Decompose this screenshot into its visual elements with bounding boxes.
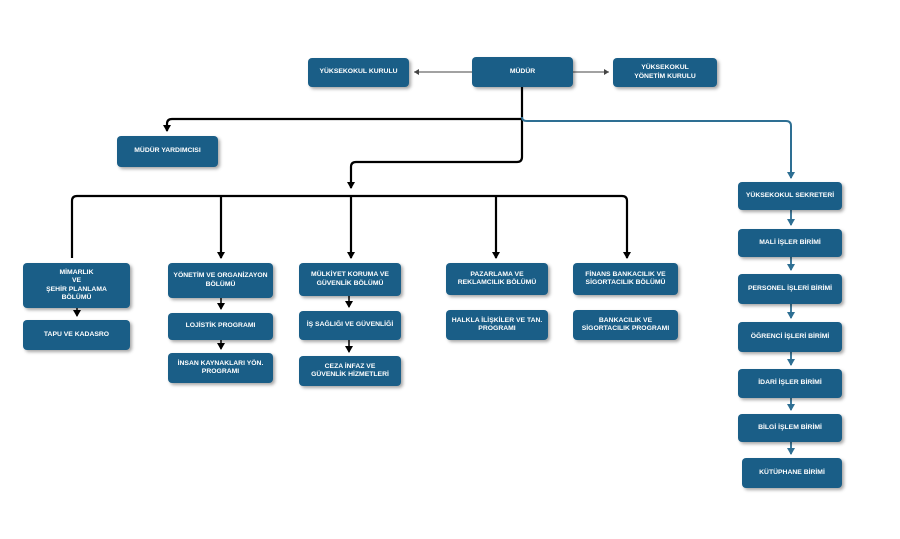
node-is-sagligi: İŞ SAĞLIĞI VE GÜVENLİĞİ	[299, 311, 401, 340]
node-yonetim-organizasyon: YÖNETİM VE ORGANİZAYON BÖLÜMÜ	[168, 263, 273, 298]
node-bankacilik: BANKACILIK VE SİGORTACILIK PROGRAMI	[573, 310, 678, 340]
node-pazarlama: PAZARLAMA VE REKLAMCILIK BÖLÜMÜ	[446, 263, 548, 295]
node-lojistik: LOJİSTİK PROGRAMI	[168, 313, 273, 340]
node-mali-isler: MALİ İŞLER BİRİMİ	[738, 229, 842, 257]
node-halkla-iliskiler: HALKLA İLİŞKİLER VE TAN. PROGRAMI	[446, 310, 548, 340]
node-idari-isler: İDARİ İŞLER BİRİMİ	[738, 369, 842, 398]
node-yuksekokul-sekreteri: YÜKSEKOKUL SEKRETERİ	[738, 182, 842, 210]
node-mudur-yardimcisi: MÜDÜR YARDIMCISI	[117, 136, 218, 167]
node-kutuphane: KÜTÜPHANE BİRİMİ	[742, 458, 842, 488]
node-insan-kaynaklari: İNSAN KAYNAKLARI YÖN. PROGRAMI	[168, 353, 273, 383]
connector-mudur-sekreter	[521, 116, 795, 179]
node-mulkiyet-koruma: MÜLKİYET KORUMA VE GÜVENLİK BÖLÜMÜ	[299, 263, 401, 296]
node-mimarlik: MİMARLIK VE ŞEHİR PLANLAMA BÖLÜMÜ	[23, 263, 130, 308]
node-personel-isleri: PERSONEL İŞLERİ BİRİMİ	[738, 274, 842, 304]
connector-mudur-yardimcisi	[163, 117, 522, 132]
node-yuksekokul-kurulu: YÜKSEKOKUL KURULU	[308, 58, 409, 87]
node-mudur: MÜDÜR	[472, 57, 573, 87]
node-ogrenci-isleri: ÖĞRENCİ İŞLERİ BİRİMİ	[738, 322, 842, 352]
node-finans: FİNANS BANKACILIK VE SİGORTACILIK BÖLÜMÜ	[573, 263, 678, 295]
node-ceza-infaz: CEZA İNFAZ VE GÜVENLİK HİZMETLERİ	[299, 356, 401, 386]
node-tapu-kadastro: TAPU VE KADASRO	[23, 320, 130, 350]
connector-mudur-trunk	[347, 87, 524, 189]
node-bilgi-islem: BİLGİ İŞLEM BİRİMİ	[738, 414, 842, 442]
node-yuksekokul-yonetim-kurulu: YÜKSEKOKUL YÖNETİM KURULU	[613, 58, 717, 87]
connector-departments-bar	[70, 194, 631, 259]
